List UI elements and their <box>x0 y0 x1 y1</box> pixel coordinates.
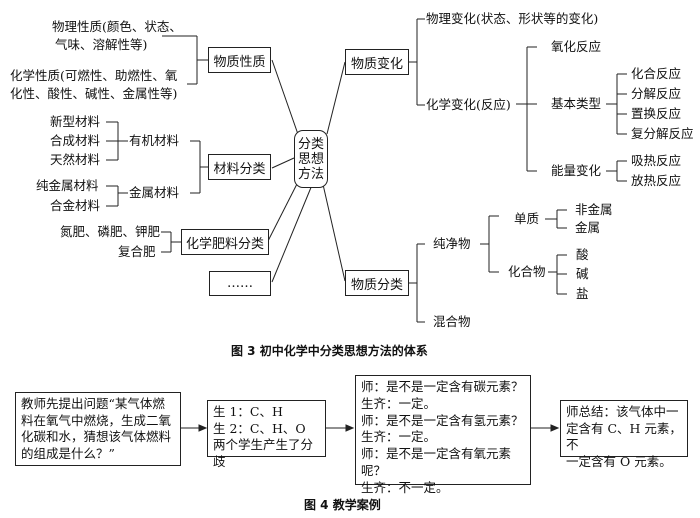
fertilizer-npk: 氮肥、磷肥、钾肥 <box>60 224 161 239</box>
node-fertilizer-classification: 化学肥料分类 <box>181 229 269 255</box>
metal-material: 金属材料 <box>129 185 180 200</box>
pure-substance: 纯净物 <box>433 236 471 251</box>
metal: 金属 <box>575 220 601 235</box>
teacher-summary-box: 师总结：该气体中一 定含有 C、H 元素，不 一定含有 O 元素。 <box>560 400 688 469</box>
center-line-3: 方法 <box>297 166 324 182</box>
basic-types: 基本类型 <box>551 96 602 111</box>
center-line-2: 思想 <box>297 151 324 167</box>
center-line-1: 分类 <box>297 136 324 152</box>
element-substance: 单质 <box>514 211 540 226</box>
acid: 酸 <box>576 247 589 262</box>
combination-reaction: 化合反应 <box>631 66 682 81</box>
natural-material: 天然材料 <box>50 152 101 167</box>
student-answer-2: 生 2：C、H、O <box>213 420 306 436</box>
dialogue-box: 师：是不是一定含有碳元素？ 生齐：一定。 师：是不是一定含有氢元素？ 生齐：一定… <box>355 375 531 495</box>
node-matter-classification: 物质分类 <box>345 270 409 296</box>
organic-material: 有机材料 <box>129 133 180 148</box>
oxidation-reaction: 氧化反应 <box>551 39 602 54</box>
dialogue-line-2: 生齐：一定。 <box>361 395 437 411</box>
case-question-line-2: 料在氧气中燃烧，生成二氧 <box>21 412 172 428</box>
fertilizer-compound: 复合肥 <box>118 244 156 259</box>
student-answers-box: 生 1：C、H 生 2：C、H、O 两个学生产生了分歧 <box>207 400 326 469</box>
alloy-material: 合金材料 <box>50 198 101 213</box>
figure-3-caption: 图 3 初中化学中分类思想方法的体系 <box>231 344 428 358</box>
pure-metal-material: 纯金属材料 <box>36 178 99 193</box>
case-question-line-1: 教师先提出问题“某气体燃 <box>21 396 165 411</box>
node-material-change: 物质变化 <box>345 49 409 75</box>
double-decomposition-reaction: 复分解反应 <box>631 126 694 141</box>
case-question-line-3: 化碳和水，猜想该气体燃料 <box>21 429 172 444</box>
exothermic-reaction: 放热反应 <box>631 173 682 188</box>
summary-line-3: 一定含有 O 元素。 <box>566 453 672 469</box>
physical-change: 物理变化(状态、形状等的变化) <box>426 11 599 26</box>
energy-change: 能量变化 <box>551 163 602 178</box>
decomposition-reaction: 分解反应 <box>631 86 682 101</box>
center-node: 分类 思想 方法 <box>294 130 328 188</box>
node-more-dots: …… <box>209 271 271 296</box>
synthetic-material: 合成材料 <box>50 133 101 148</box>
endothermic-reaction: 吸热反应 <box>631 153 682 168</box>
summary-line-2: 定含有 C、H 元素，不 <box>566 420 682 453</box>
physical-property-line-2: 气味、溶解性等) <box>55 37 148 52</box>
node-material-classification: 材料分类 <box>208 154 271 180</box>
student-answer-1: 生 1：C、H <box>213 404 283 419</box>
dialogue-line-1: 师：是不是一定含有碳元素？ <box>361 379 524 394</box>
compound: 化合物 <box>508 264 546 279</box>
mixture: 混合物 <box>433 314 471 329</box>
physical-property-line-1: 物理性质(颜色、状态、 <box>52 19 182 34</box>
students-disagree: 两个学生产生了分歧 <box>213 437 314 469</box>
chemical-property-line-1: 化学性质(可燃性、助燃性、氧 <box>10 68 178 83</box>
replacement-reaction: 置换反应 <box>631 106 682 121</box>
dialogue-line-4: 生齐：一定。 <box>361 429 437 445</box>
case-question-line-4: 的组成是什么？” <box>21 445 115 461</box>
case-question-box: 教师先提出问题“某气体燃 料在氧气中燃烧，生成二氧 化碳和水，猜想该气体燃料 的… <box>15 392 181 466</box>
chemical-change: 化学变化(反应) <box>426 97 511 112</box>
dialogue-line-6: 生齐：不一定。 <box>361 479 449 495</box>
chemical-property-line-2: 化性、酸性、碱性、金属性等) <box>10 86 178 101</box>
base: 碱 <box>576 266 589 281</box>
summary-line-1: 师总结：该气体中一 <box>566 404 679 419</box>
salt: 盐 <box>576 286 589 301</box>
node-material-properties: 物质性质 <box>208 47 271 73</box>
figure-4-caption: 图 4 教学案例 <box>304 498 381 512</box>
dialogue-line-3: 师：是不是一定含有氢元素？ <box>361 412 524 428</box>
nonmetal: 非金属 <box>575 202 613 217</box>
dialogue-line-5: 师：是不是一定含有氧元素呢？ <box>361 446 512 478</box>
new-material: 新型材料 <box>50 114 101 129</box>
